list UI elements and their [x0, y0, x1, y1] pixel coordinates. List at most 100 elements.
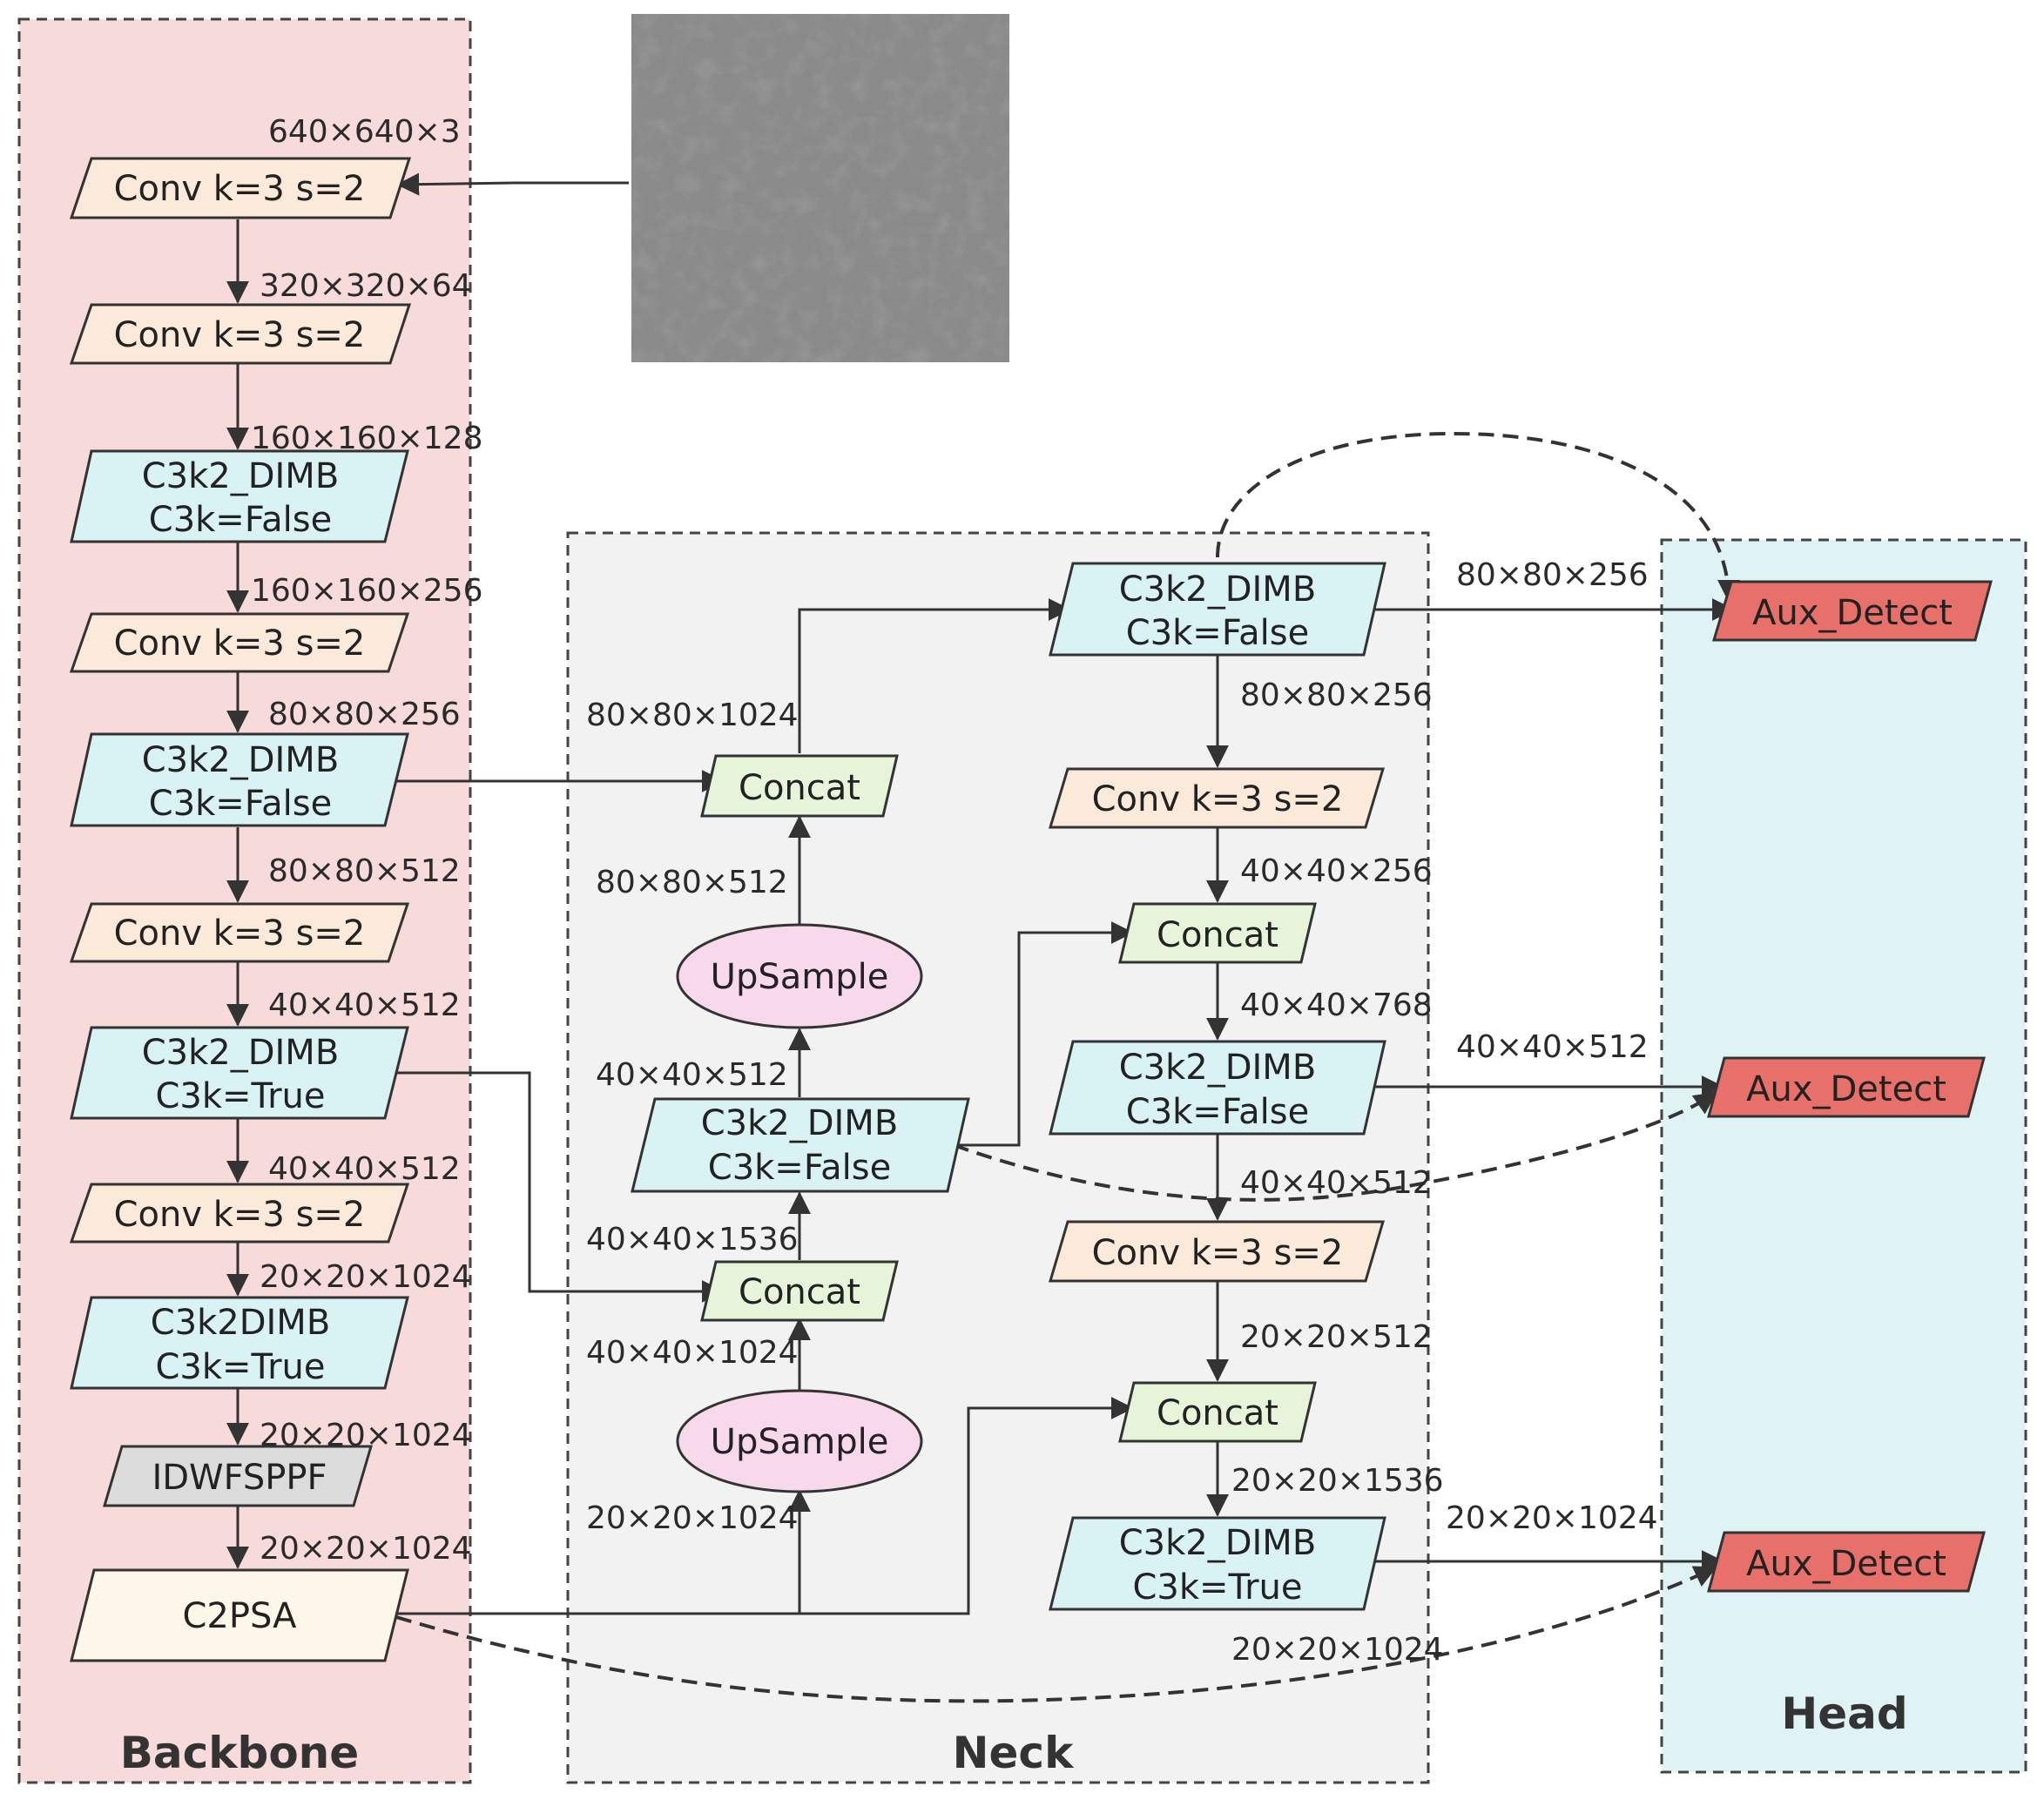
upsample-block[interactable]: UpSample [676, 1389, 923, 1493]
head-dims: 80×80×256 40×40×512 20×20×1024 [1446, 557, 1658, 1536]
svg-text:320×320×64: 320×320×64 [260, 268, 472, 304]
backbone-title: Backbone [120, 1728, 359, 1778]
conv-block[interactable]: Conv k=3 s=2 [69, 902, 410, 963]
svg-text:IDWFSPPF: IDWFSPPF [152, 1458, 327, 1498]
svg-text:20×20×1024: 20×20×1024 [1231, 1632, 1444, 1668]
sppf-block[interactable]: IDWFSPPF [102, 1445, 374, 1507]
svg-text:C3k=True: C3k=True [155, 1076, 325, 1116]
svg-text:C3k=False: C3k=False [1126, 1092, 1309, 1132]
svg-text:Conv k=3 s=2: Conv k=3 s=2 [1092, 1233, 1344, 1273]
svg-text:C2PSA: C2PSA [183, 1596, 298, 1636]
aux-detect-block[interactable]: Aux_Detect [1707, 1531, 1986, 1593]
svg-text:UpSample: UpSample [711, 1422, 889, 1462]
head-nodes: Aux_Detect Aux_Detect Aux_Detect [1707, 580, 1993, 1593]
c3k2-block[interactable]: C3k2_DIMB C3k=False [631, 1097, 970, 1193]
svg-text:40×40×512: 40×40×512 [268, 1151, 461, 1187]
svg-text:C3k=False: C3k=False [1126, 613, 1309, 653]
concat-block[interactable]: Concat [1118, 902, 1317, 964]
connectors [226, 172, 1735, 1615]
svg-text:40×40×512: 40×40×512 [268, 987, 461, 1023]
svg-text:Conv k=3 s=2: Conv k=3 s=2 [114, 169, 366, 209]
input-image [631, 14, 1009, 362]
svg-text:40×40×512: 40×40×512 [596, 1057, 788, 1093]
svg-text:C3k2_DIMB: C3k2_DIMB [142, 740, 340, 780]
backbone-dims: 640×640×3 320×320×64 160×160×128 160×160… [251, 114, 482, 1567]
svg-text:20×20×512: 20×20×512 [1240, 1319, 1433, 1355]
svg-text:20×20×1024: 20×20×1024 [260, 1259, 472, 1295]
aux-detect-block[interactable]: Aux_Detect [1711, 580, 1993, 642]
c2psa-block[interactable]: C2PSA [70, 1568, 409, 1662]
conv-block[interactable]: Conv k=3 s=2 [1048, 1220, 1386, 1283]
svg-text:80×80×512: 80×80×512 [596, 865, 788, 900]
concat-block[interactable]: Concat [700, 1260, 899, 1322]
svg-text:Conv k=3 s=2: Conv k=3 s=2 [114, 1195, 366, 1235]
upsample-block[interactable]: UpSample [676, 923, 923, 1029]
conv-block[interactable]: Conv k=3 s=2 [1048, 767, 1386, 829]
svg-text:40×40×1024: 40×40×1024 [586, 1335, 799, 1371]
svg-text:Conv k=3 s=2: Conv k=3 s=2 [114, 913, 366, 954]
svg-text:Aux_Detect: Aux_Detect [1752, 593, 1953, 633]
svg-text:C3k2DIMB: C3k2DIMB [151, 1303, 331, 1343]
svg-text:C3k=True: C3k=True [155, 1347, 325, 1387]
c3k2-block[interactable]: C3k2_DIMB C3k=False [70, 449, 409, 543]
c3k2-block[interactable]: C3k2_DIMB C3k=False [1049, 562, 1386, 657]
svg-text:640×640×3: 640×640×3 [268, 114, 461, 150]
svg-text:C3k2_DIMB: C3k2_DIMB [1119, 1523, 1317, 1563]
c3k2-block[interactable]: C3k2DIMB C3k=True [70, 1296, 409, 1390]
head-title: Head [1781, 1689, 1907, 1739]
svg-text:160×160×256: 160×160×256 [251, 573, 482, 609]
svg-text:20×20×1024: 20×20×1024 [260, 1531, 472, 1567]
svg-text:80×80×256: 80×80×256 [1456, 557, 1649, 593]
svg-text:Conv k=3 s=2: Conv k=3 s=2 [1092, 779, 1344, 819]
concat-block[interactable]: Concat [700, 754, 899, 818]
svg-text:C3k=False: C3k=False [149, 500, 332, 540]
svg-text:80×80×1024: 80×80×1024 [586, 698, 799, 733]
svg-text:Aux_Detect: Aux_Detect [1746, 1069, 1946, 1109]
svg-text:20×20×1024: 20×20×1024 [586, 1500, 799, 1536]
conv-block[interactable]: Conv k=3 s=2 [69, 612, 410, 673]
svg-text:C3k2_DIMB: C3k2_DIMB [142, 1033, 340, 1073]
svg-text:Concat: Concat [1157, 915, 1278, 955]
svg-text:C3k2_DIMB: C3k2_DIMB [142, 456, 340, 496]
svg-text:Conv k=3 s=2: Conv k=3 s=2 [114, 315, 366, 355]
svg-text:C3k2_DIMB: C3k2_DIMB [701, 1103, 899, 1143]
neck-nodes: Concat UpSample C3k2_DIMB C3k=False Conc… [631, 562, 1386, 1611]
svg-text:80×80×256: 80×80×256 [1240, 677, 1433, 713]
svg-text:Concat: Concat [739, 768, 860, 808]
dashed-connectors [395, 431, 1740, 1703]
svg-text:Aux_Detect: Aux_Detect [1746, 1544, 1946, 1584]
svg-text:40×40×512: 40×40×512 [1456, 1029, 1649, 1065]
svg-text:20×20×1024: 20×20×1024 [260, 1418, 472, 1453]
c3k2-block[interactable]: C3k2_DIMB C3k=False [1049, 1040, 1386, 1136]
svg-text:C3k=False: C3k=False [708, 1148, 891, 1188]
svg-text:20×20×1536: 20×20×1536 [1231, 1463, 1444, 1499]
svg-text:C3k=False: C3k=False [149, 784, 332, 824]
c3k2-block[interactable]: C3k2_DIMB C3k=True [1049, 1516, 1386, 1611]
svg-text:80×80×512: 80×80×512 [268, 853, 461, 889]
svg-text:40×40×256: 40×40×256 [1240, 853, 1433, 889]
svg-text:UpSample: UpSample [711, 957, 889, 997]
svg-text:40×40×512: 40×40×512 [1240, 1165, 1433, 1201]
svg-text:80×80×256: 80×80×256 [268, 697, 461, 732]
svg-text:40×40×768: 40×40×768 [1240, 987, 1433, 1023]
conv-block[interactable]: Conv k=3 s=2 [69, 1183, 410, 1244]
conv-block[interactable]: Conv k=3 s=2 [69, 303, 412, 365]
svg-text:Concat: Concat [739, 1272, 860, 1312]
svg-text:Concat: Concat [1157, 1393, 1278, 1433]
c3k2-block[interactable]: C3k2_DIMB C3k=False [70, 732, 409, 827]
svg-text:C3k=True: C3k=True [1132, 1567, 1302, 1608]
concat-block[interactable]: Concat [1118, 1381, 1317, 1443]
svg-text:20×20×1024: 20×20×1024 [1446, 1500, 1658, 1536]
aux-detect-block[interactable]: Aux_Detect [1707, 1056, 1986, 1118]
conv-block[interactable]: Conv k=3 s=2 [69, 157, 412, 219]
backbone-nodes: Conv k=3 s=2 Conv k=3 s=2 C3k2_DIMB C3k=… [69, 157, 412, 1662]
svg-text:40×40×1536: 40×40×1536 [586, 1222, 799, 1257]
svg-text:Conv k=3 s=2: Conv k=3 s=2 [114, 624, 366, 664]
svg-text:160×160×128: 160×160×128 [251, 421, 482, 456]
neck-dims: 80×80×1024 80×80×512 40×40×512 40×40×153… [586, 677, 1444, 1668]
svg-text:C3k2_DIMB: C3k2_DIMB [1119, 570, 1317, 610]
neck-title: Neck [953, 1728, 1075, 1778]
c3k2-block[interactable]: C3k2_DIMB C3k=True [70, 1026, 409, 1120]
svg-text:C3k2_DIMB: C3k2_DIMB [1119, 1048, 1317, 1088]
